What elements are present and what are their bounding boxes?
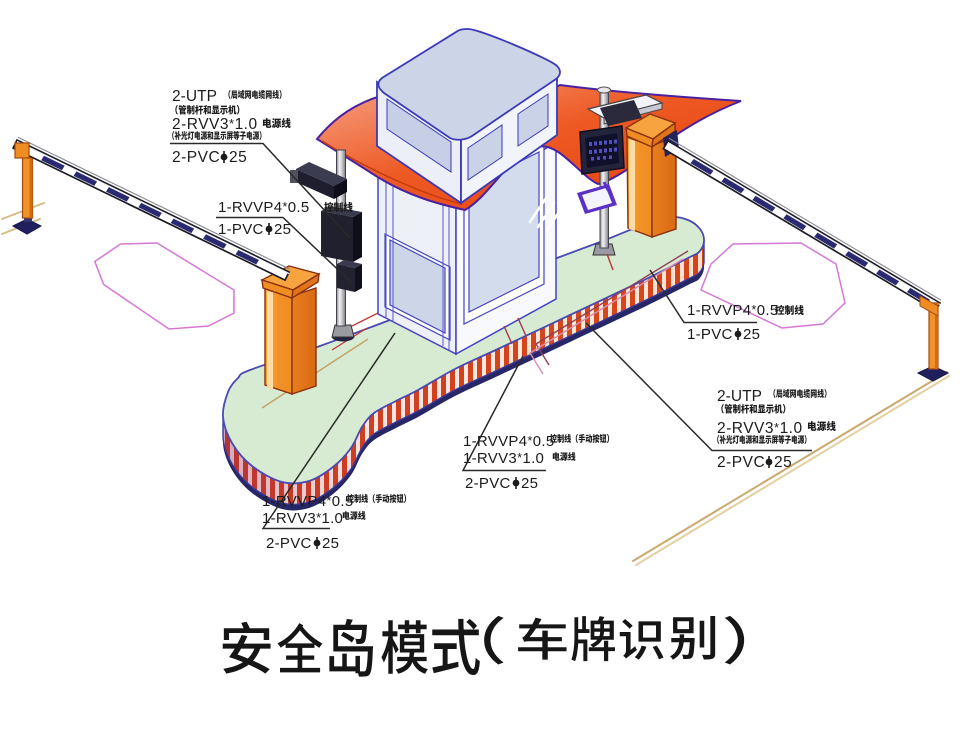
svg-text:2-PVC: 2-PVC — [465, 475, 511, 492]
svg-text:25: 25 — [743, 326, 760, 343]
svg-text:25: 25 — [229, 149, 247, 166]
svg-text:1-RVVP4*0.5: 1-RVVP4*0.5 — [218, 199, 309, 216]
svg-text:25: 25 — [774, 454, 792, 471]
svg-text:1-RVV3*1.0: 1-RVV3*1.0 — [262, 510, 343, 527]
svg-text:1-RVVP4*0.5: 1-RVVP4*0.5 — [262, 493, 353, 510]
svg-text:2-RVV3*1.0: 2-RVV3*1.0 — [717, 420, 803, 437]
svg-text:25: 25 — [521, 475, 538, 492]
svg-text:2-PVC: 2-PVC — [717, 454, 765, 471]
svg-text:25: 25 — [274, 221, 291, 238]
svg-text:1-RVVP4*0.5: 1-RVVP4*0.5 — [463, 433, 554, 450]
svg-text:2-PVC: 2-PVC — [172, 149, 220, 166]
svg-text:2-RVV3*1.0: 2-RVV3*1.0 — [172, 116, 258, 133]
svg-text:2-UTP: 2-UTP — [717, 388, 763, 405]
svg-text:1-RVVP4*0.5: 1-RVVP4*0.5 — [687, 302, 778, 319]
svg-text:25: 25 — [322, 535, 339, 552]
svg-text:2-PVC: 2-PVC — [266, 535, 312, 552]
svg-text:1-PVC: 1-PVC — [218, 221, 264, 238]
svg-text:2-UTP: 2-UTP — [172, 88, 218, 105]
svg-text:1-PVC: 1-PVC — [687, 326, 733, 343]
svg-text:1-RVV3*1.0: 1-RVV3*1.0 — [463, 450, 544, 467]
